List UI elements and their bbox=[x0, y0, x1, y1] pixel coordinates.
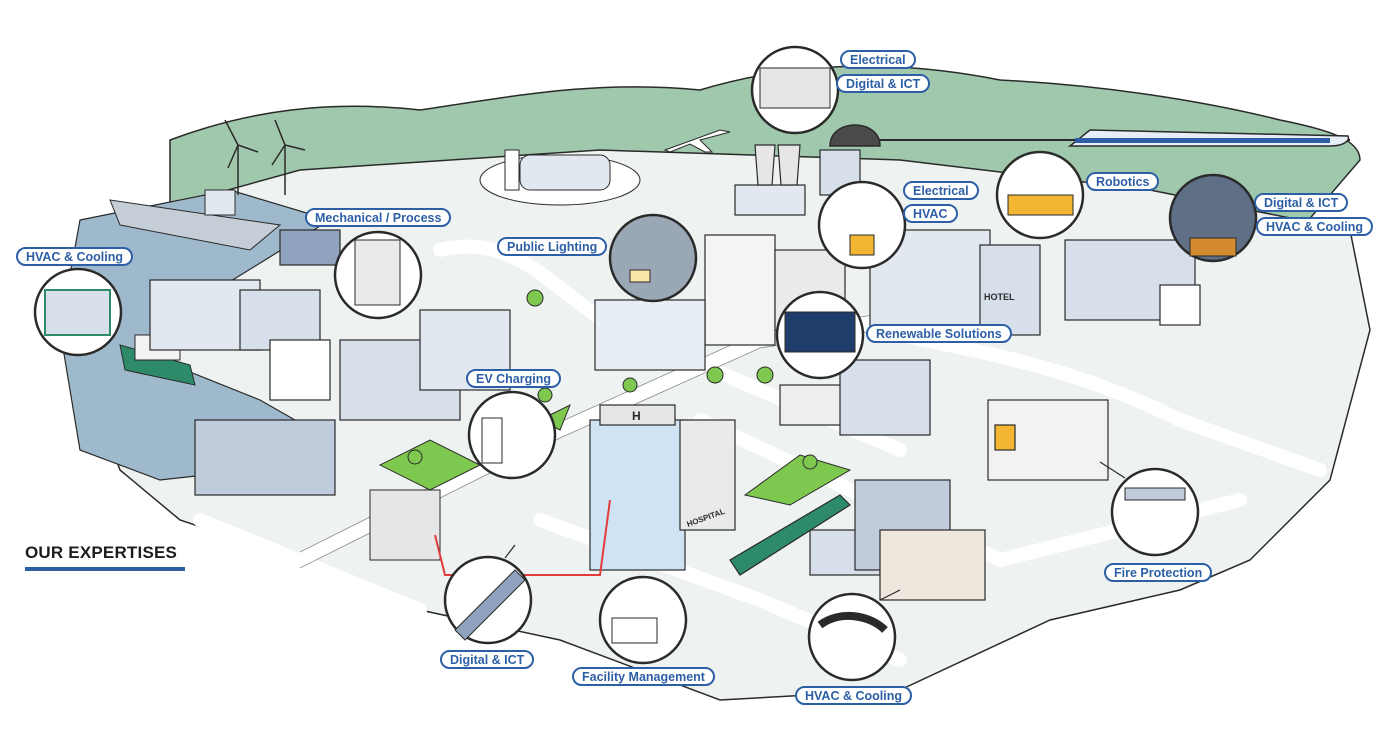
facility-van-icon bbox=[611, 617, 658, 644]
aircraft-carrier bbox=[109, 189, 282, 251]
callout-fire-protection bbox=[1110, 467, 1200, 557]
airport-terminal bbox=[479, 149, 641, 206]
label-facility-management[interactable]: Facility Management bbox=[572, 667, 715, 686]
callout-facility bbox=[598, 575, 688, 665]
label-hvac-cooling-bottom[interactable]: HVAC & Cooling bbox=[795, 686, 912, 705]
hotel-sign: HOTEL bbox=[984, 292, 1015, 302]
power-plant bbox=[734, 144, 861, 216]
label-digital-ict-top[interactable]: Digital & ICT bbox=[836, 74, 931, 93]
label-hvac-mid[interactable]: HVAC bbox=[903, 204, 958, 223]
hospital-building bbox=[589, 404, 736, 571]
callout-public-lighting bbox=[608, 213, 698, 303]
server-room-icon bbox=[1189, 237, 1237, 257]
label-mechanical-process[interactable]: Mechanical / Process bbox=[305, 208, 452, 227]
hvac-duct-icon bbox=[44, 289, 111, 336]
sprinkler-icon bbox=[1124, 487, 1186, 501]
industrial-district bbox=[149, 229, 511, 496]
ev-charger-icon bbox=[481, 417, 503, 464]
tunnel-entrance bbox=[829, 124, 881, 147]
shopping-center bbox=[987, 399, 1109, 481]
label-renewable-solutions[interactable]: Renewable Solutions bbox=[866, 324, 1012, 343]
heading-underline bbox=[25, 567, 185, 571]
label-fire-protection[interactable]: Fire Protection bbox=[1104, 563, 1213, 582]
high-speed-train bbox=[1067, 129, 1350, 147]
callout-electrical-hvac bbox=[817, 180, 907, 270]
callout-digital-hvac-right bbox=[1168, 173, 1258, 263]
trees bbox=[407, 289, 818, 470]
callout-hvac-bottom bbox=[807, 592, 897, 682]
tunnel-cables-icon bbox=[759, 67, 831, 109]
callout-ev-charging bbox=[467, 390, 557, 480]
label-hvac-cooling-right[interactable]: HVAC & Cooling bbox=[1256, 217, 1373, 236]
label-digital-ict-bottom[interactable]: Digital & ICT bbox=[440, 650, 535, 669]
callout-robotics bbox=[995, 150, 1085, 240]
connector-lines bbox=[504, 461, 1126, 601]
parks bbox=[378, 403, 852, 506]
solar-panel-icon bbox=[784, 311, 856, 353]
helipad-sign: H bbox=[632, 409, 641, 423]
label-electrical-top[interactable]: Electrical bbox=[840, 50, 916, 69]
duct-pipes-icon bbox=[817, 611, 888, 634]
street-lamp-icon bbox=[629, 269, 651, 283]
label-public-lighting[interactable]: Public Lighting bbox=[497, 237, 608, 256]
substation bbox=[369, 489, 441, 561]
page-heading: OUR EXPERTISES bbox=[25, 543, 178, 562]
museum-building bbox=[779, 359, 931, 436]
callout-mechanical bbox=[333, 230, 423, 320]
electrical-panel-icon bbox=[849, 234, 875, 256]
airplane bbox=[663, 129, 731, 153]
robot-arm-icon bbox=[1007, 194, 1074, 216]
label-electrical-mid[interactable]: Electrical bbox=[903, 181, 979, 200]
label-digital-ict-right[interactable]: Digital & ICT bbox=[1254, 193, 1349, 212]
fiber-cable-icon bbox=[454, 569, 526, 641]
tram bbox=[729, 494, 851, 576]
label-ev-charging[interactable]: EV Charging bbox=[466, 369, 562, 388]
callout-hvac-left bbox=[33, 267, 123, 357]
label-hvac-cooling-left[interactable]: HVAC & Cooling bbox=[16, 247, 133, 266]
callout-digital-bottom bbox=[443, 555, 533, 645]
label-robotics[interactable]: Robotics bbox=[1086, 172, 1160, 191]
wind-turbines bbox=[224, 119, 306, 195]
residential-blocks bbox=[809, 479, 986, 601]
callout-renewable bbox=[775, 290, 865, 380]
callout-electrical-top bbox=[750, 45, 840, 135]
mechanical-plant-icon bbox=[354, 239, 401, 306]
